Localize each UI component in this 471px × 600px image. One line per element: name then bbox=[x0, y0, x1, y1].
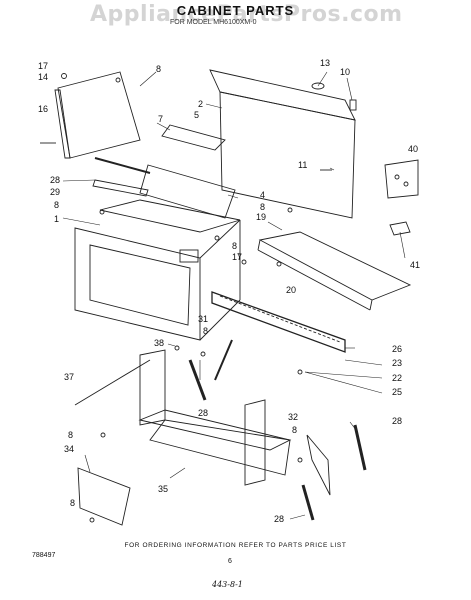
main-cavity-frame bbox=[74, 199, 241, 341]
leader-lines bbox=[62, 71, 406, 520]
callout-40: 40 bbox=[408, 144, 418, 154]
callout-19: 19 bbox=[256, 212, 266, 222]
callout-41: 41 bbox=[410, 260, 420, 270]
vent-frames bbox=[139, 124, 236, 219]
rails bbox=[92, 157, 151, 197]
callout-29: 29 bbox=[50, 187, 60, 197]
callout-28-d: 28 bbox=[274, 514, 284, 524]
callout-8-g: 8 bbox=[292, 425, 297, 435]
callout-17: 17 bbox=[38, 61, 48, 71]
callouts: 17 14 16 8 13 10 2 5 7 11 40 28 29 8 1 4… bbox=[38, 58, 420, 524]
screws bbox=[89, 77, 303, 523]
callout-14: 14 bbox=[38, 72, 48, 82]
shelf-panel bbox=[257, 231, 412, 311]
callout-28-c: 28 bbox=[392, 416, 402, 426]
hardware-pack bbox=[384, 159, 419, 236]
callout-2: 2 bbox=[198, 99, 203, 109]
callout-37: 37 bbox=[64, 372, 74, 382]
callout-20: 20 bbox=[286, 285, 296, 295]
callout-1: 1 bbox=[54, 214, 59, 224]
model-subtitle: FOR MODEL MH6100XM-0 bbox=[170, 19, 257, 26]
callout-25: 25 bbox=[392, 387, 402, 397]
page-title: CABINET PARTS bbox=[176, 3, 295, 18]
callout-10: 10 bbox=[340, 67, 350, 77]
callout-35: 35 bbox=[158, 484, 168, 494]
document-number: 788497 bbox=[32, 552, 56, 559]
callout-8-b: 8 bbox=[54, 200, 59, 210]
callout-4: 4 bbox=[260, 190, 265, 200]
straps bbox=[188, 339, 367, 521]
callout-34: 34 bbox=[64, 444, 74, 454]
callout-8-c: 8 bbox=[260, 202, 265, 212]
callout-5: 5 bbox=[194, 110, 199, 120]
side-panel bbox=[40, 71, 141, 159]
callout-8-d: 8 bbox=[232, 241, 237, 251]
callout-23: 23 bbox=[392, 358, 402, 368]
bottom-panel bbox=[77, 467, 131, 526]
callout-13: 13 bbox=[320, 58, 330, 68]
callout-16: 16 bbox=[38, 104, 48, 114]
callout-11: 11 bbox=[298, 160, 307, 170]
callout-7: 7 bbox=[158, 114, 163, 124]
base-frame bbox=[138, 349, 292, 486]
callout-8-f: 8 bbox=[68, 430, 73, 440]
callout-28-a: 28 bbox=[50, 175, 60, 185]
page-number: 6 bbox=[228, 558, 232, 565]
callout-38: 38 bbox=[154, 338, 164, 348]
callout-8-h: 8 bbox=[70, 498, 75, 508]
louver-strip bbox=[211, 291, 346, 353]
top-panel bbox=[209, 69, 357, 219]
callout-22: 22 bbox=[392, 373, 402, 383]
callout-8-e: 8 bbox=[203, 326, 208, 336]
ordering-note: FOR ORDERING INFORMATION REFER TO PARTS … bbox=[124, 542, 347, 549]
handwritten-note: 443-8-1 bbox=[212, 580, 243, 589]
callout-31: 31 bbox=[198, 314, 208, 324]
callout-26: 26 bbox=[392, 344, 402, 354]
rod bbox=[74, 359, 151, 406]
callout-17-b: 17 bbox=[232, 252, 242, 262]
watermark: AppliancePartsPros.com bbox=[90, 2, 403, 27]
callout-28-b: 28 bbox=[198, 408, 208, 418]
callout-32: 32 bbox=[288, 412, 298, 422]
callout-8: 8 bbox=[156, 64, 161, 74]
